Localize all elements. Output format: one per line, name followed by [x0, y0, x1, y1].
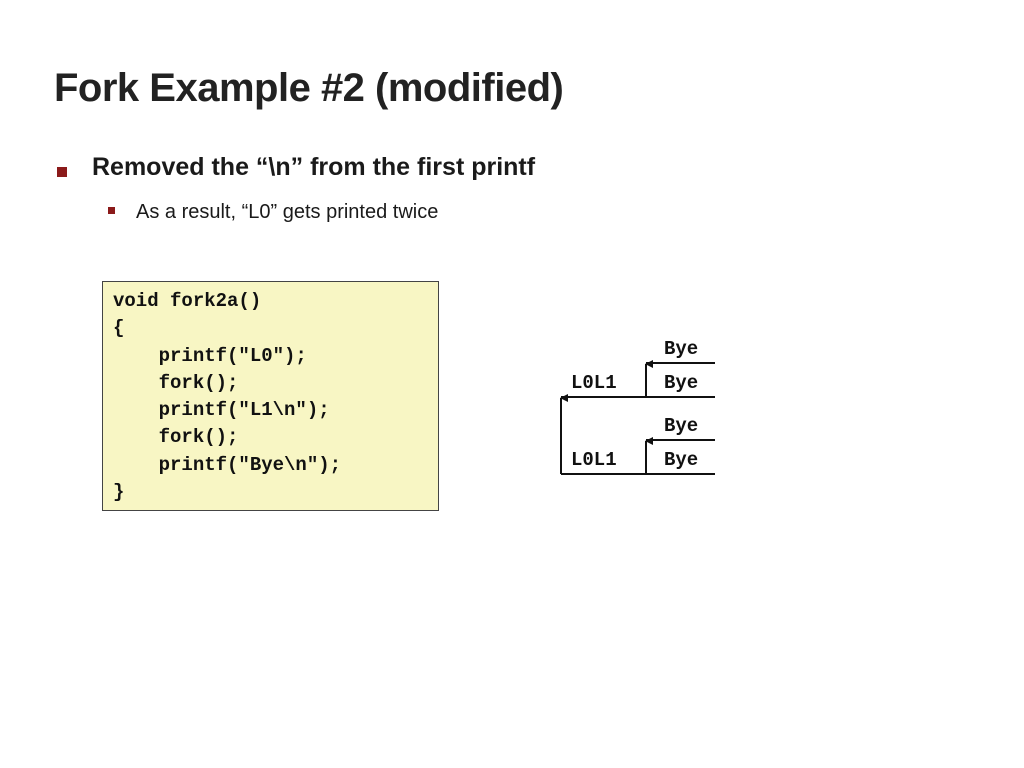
code-line: printf("L0"); — [113, 344, 307, 367]
diagram-label-bye-child-top: Bye — [664, 338, 699, 360]
sub-bullet-marker-square — [108, 207, 115, 214]
code-line: printf("Bye\n"); — [113, 453, 342, 476]
slide-title: Fork Example #2 (modified) — [54, 66, 564, 110]
bullet-removed-newline: Removed the “\n” from the first printf — [92, 153, 536, 181]
sub-bullet-result: As a result, “L0” gets printed twice — [136, 201, 439, 223]
diagram-label-l0l1-top: L0L1 — [571, 372, 617, 394]
code-line: fork(); — [113, 371, 239, 394]
diagram-label-bye-parent-top: Bye — [664, 372, 699, 394]
code-line: void fork2a() — [113, 290, 262, 312]
diagram-label-bye-child-bottom: Bye — [664, 415, 699, 437]
code-line: printf("L1\n"); — [113, 399, 330, 422]
diagram-label-bye-parent-bottom: Bye — [664, 449, 699, 471]
diagram-label-l0l1-bottom: L0L1 — [571, 449, 617, 471]
code-line: { — [113, 317, 125, 340]
bullet-marker-square — [57, 167, 67, 177]
code-line: fork(); — [113, 426, 239, 449]
code-line: } — [113, 481, 125, 504]
code-listing: void fork2a() { printf("L0"); fork(); pr… — [102, 281, 439, 511]
